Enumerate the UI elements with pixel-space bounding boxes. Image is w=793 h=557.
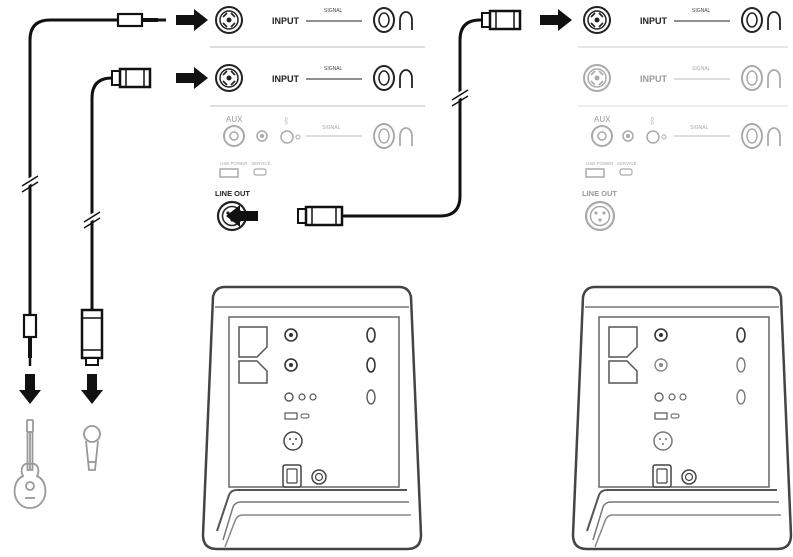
right-line-out: LINE OUT bbox=[582, 189, 617, 232]
arrow-down-icon bbox=[19, 374, 41, 404]
left-line-out: LINE OUT bbox=[215, 189, 250, 232]
right-aux-signal: SIGNAL bbox=[690, 125, 709, 131]
right-line-out-label: LINE OUT bbox=[582, 189, 617, 198]
left-usb-power-label: USB POWER bbox=[220, 161, 248, 166]
xlr-plug-icon bbox=[110, 67, 152, 89]
right-input-2-jack[interactable] bbox=[583, 64, 611, 92]
left-input-1-jack[interactable] bbox=[215, 6, 243, 34]
left-bluetooth-button[interactable] bbox=[280, 130, 294, 144]
left-input-2-label: INPUT bbox=[272, 74, 300, 84]
right-input-2-knob[interactable] bbox=[741, 65, 781, 91]
left-service-port[interactable] bbox=[253, 168, 267, 176]
right-input-1-label: INPUT bbox=[640, 16, 668, 26]
right-input-1-signal: SIGNAL bbox=[692, 8, 711, 14]
left-service-label: SERVICE bbox=[251, 161, 271, 166]
left-line-out-label: LINE OUT bbox=[215, 189, 250, 198]
right-service-port[interactable] bbox=[619, 168, 633, 176]
left-input-2-signal: SIGNAL bbox=[324, 66, 343, 72]
left-input-2-knob[interactable] bbox=[373, 65, 413, 91]
arrow-down-icon bbox=[81, 374, 103, 404]
right-input-2-row: INPUT SIGNAL bbox=[583, 64, 781, 92]
right-bluetooth-icon: ᛒ bbox=[650, 116, 655, 126]
quarter-inch-plug-icon bbox=[116, 12, 166, 28]
right-aux-label: AUX bbox=[594, 115, 611, 124]
left-input-1-signal: SIGNAL bbox=[324, 8, 343, 14]
right-speaker bbox=[571, 285, 793, 551]
left-aux-signal: SIGNAL bbox=[322, 125, 341, 131]
right-input-1-row: INPUT SIGNAL bbox=[583, 6, 781, 34]
status-led bbox=[295, 134, 301, 140]
right-aux-knob[interactable] bbox=[741, 123, 781, 149]
left-aux-knob[interactable] bbox=[373, 123, 413, 149]
arrow-right-icon bbox=[176, 67, 208, 89]
left-usb-power-port[interactable] bbox=[219, 168, 239, 178]
right-bluetooth-button[interactable] bbox=[646, 130, 660, 144]
left-control-panel: INPUT SIGNAL INPUT SIGNAL AUX ᛒ SIGNAL bbox=[210, 6, 425, 232]
left-aux-label: AUX bbox=[226, 115, 243, 124]
left-input-2-jack[interactable] bbox=[215, 64, 243, 92]
xlr-plug-icon bbox=[80, 308, 104, 366]
left-input-1-knob[interactable] bbox=[373, 7, 413, 33]
left-usb-row: USB POWER SERVICE bbox=[219, 161, 271, 178]
left-aux-row: AUX ᛒ SIGNAL bbox=[223, 115, 413, 149]
right-input-1-jack[interactable] bbox=[583, 6, 611, 34]
right-aux-row: AUX ᛒ SIGNAL bbox=[591, 115, 781, 149]
microphone-cable bbox=[80, 67, 208, 404]
right-control-panel: INPUT SIGNAL INPUT SIGNAL AUX ᛒ SIGNAL bbox=[578, 6, 788, 232]
right-input-1-knob[interactable] bbox=[741, 7, 781, 33]
arrow-right-icon bbox=[540, 9, 572, 31]
xlr-plug-icon bbox=[297, 205, 344, 227]
xlr-plug-icon bbox=[480, 9, 522, 31]
right-usb-row: USB POWER SERVICE bbox=[585, 161, 637, 178]
instrument-cable bbox=[19, 9, 208, 404]
right-input-2-label: INPUT bbox=[640, 74, 668, 84]
left-input-2-row: INPUT SIGNAL bbox=[215, 64, 413, 92]
left-input-1-row: INPUT SIGNAL bbox=[215, 6, 413, 34]
right-usb-power-label: USB POWER bbox=[586, 161, 614, 166]
left-speaker bbox=[201, 285, 423, 551]
right-usb-power-port[interactable] bbox=[585, 168, 605, 178]
left-bluetooth-icon: ᛒ bbox=[284, 116, 289, 126]
link-cable bbox=[226, 9, 572, 227]
microphone-icon bbox=[83, 425, 101, 471]
arrow-right-icon bbox=[176, 9, 208, 31]
acoustic-guitar-icon bbox=[13, 419, 47, 509]
quarter-inch-plug-icon bbox=[22, 313, 38, 366]
right-service-label: SERVICE bbox=[617, 161, 637, 166]
left-input-1-label: INPUT bbox=[272, 16, 300, 26]
right-input-2-signal: SIGNAL bbox=[692, 66, 711, 72]
